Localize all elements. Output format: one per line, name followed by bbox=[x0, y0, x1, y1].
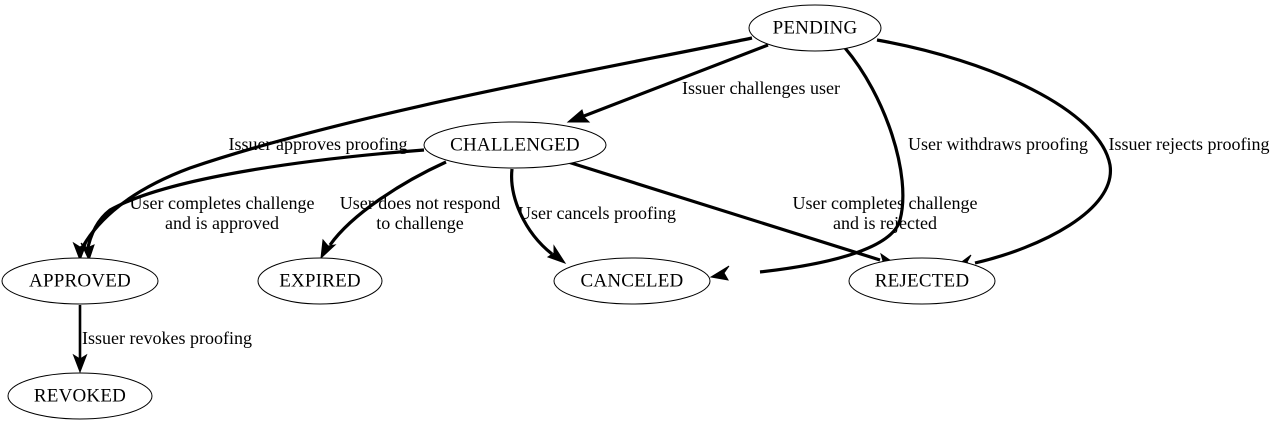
node-label-canceled: CANCELED bbox=[581, 270, 684, 291]
edge-pending-approved[interactable]: Issuer approves proofing bbox=[72, 36, 753, 262]
node-label-rejected: REJECTED bbox=[875, 270, 970, 291]
edge-path-pending-challenged bbox=[583, 43, 769, 118]
edge-challenged-canceled[interactable]: User cancels proofing bbox=[510, 168, 676, 264]
edge-challenged-approved[interactable]: User completes challenge and is approved bbox=[80, 148, 425, 262]
edge-pending-rejected[interactable]: Issuer rejects proofing bbox=[876, 38, 1270, 269]
edge-path-challenged-expired bbox=[328, 160, 447, 246]
edge-pending-canceled[interactable]: User withdraws proofing bbox=[709, 46, 1088, 281]
edge-path-pending-rejected bbox=[876, 38, 1112, 265]
node-revoked[interactable]: REVOKED bbox=[7, 372, 153, 420]
node-expired[interactable]: EXPIRED bbox=[257, 257, 383, 305]
edge-path-pending-approved bbox=[78, 36, 753, 253]
edge-label-challenged-approved-line1: User completes challenge bbox=[130, 193, 315, 213]
arrowhead-pending-challenged bbox=[566, 109, 591, 123]
node-ellipse-pending bbox=[748, 4, 882, 52]
node-rejected[interactable]: REJECTED bbox=[848, 257, 996, 305]
edge-label-challenged-canceled: User cancels proofing bbox=[518, 203, 676, 223]
node-label-approved: APPROVED bbox=[29, 270, 131, 291]
node-approved[interactable]: APPROVED bbox=[1, 257, 159, 305]
arrowhead-challenged-expired bbox=[320, 238, 337, 260]
edge-label-pending-challenged: Issuer challenges user bbox=[682, 78, 840, 98]
edge-approved-revoked[interactable]: Issuer revokes proofing bbox=[72, 305, 252, 374]
arrowhead-approved-revoked bbox=[72, 353, 88, 374]
edge-label-challenged-expired-line2: to challenge bbox=[376, 213, 463, 233]
arrowhead-pending-canceled bbox=[709, 265, 730, 281]
edge-challenged-expired[interactable]: User does not respond to challenge bbox=[320, 160, 500, 260]
edge-path-challenged-canceled bbox=[510, 168, 553, 256]
node-ellipse-rejected bbox=[848, 257, 996, 305]
edge-path-pending-canceled bbox=[759, 46, 905, 274]
node-ellipse-revoked bbox=[7, 372, 153, 420]
edge-path-challenged-approved bbox=[85, 148, 425, 253]
edge-label-pending-canceled: User withdraws proofing bbox=[908, 134, 1088, 154]
node-label-pending: PENDING bbox=[773, 17, 858, 38]
edge-pending-challenged[interactable]: Issuer challenges user bbox=[566, 43, 840, 123]
node-ellipse-approved bbox=[1, 257, 159, 305]
node-ellipse-expired bbox=[257, 257, 383, 305]
node-label-revoked: REVOKED bbox=[34, 385, 126, 406]
edge-label-challenged-rejected-line2: and is rejected bbox=[833, 213, 937, 233]
node-pending[interactable]: PENDING bbox=[748, 4, 882, 52]
edge-label-pending-approved: Issuer approves proofing bbox=[229, 134, 408, 154]
node-label-challenged: CHALLENGED bbox=[450, 134, 580, 155]
edge-label-challenged-rejected-line1: User completes challenge bbox=[793, 193, 978, 213]
arrowhead-challenged-approved bbox=[80, 242, 95, 262]
node-ellipse-challenged bbox=[423, 121, 607, 169]
arrowhead-challenged-canceled bbox=[546, 244, 567, 264]
edge-label-challenged-approved-line2: and is approved bbox=[165, 213, 279, 233]
node-label-expired: EXPIRED bbox=[279, 270, 361, 291]
node-ellipse-canceled bbox=[553, 257, 711, 305]
node-challenged[interactable]: CHALLENGED bbox=[423, 121, 607, 169]
edge-label-approved-revoked: Issuer revokes proofing bbox=[82, 328, 252, 348]
edge-label-challenged-expired-line1: User does not respond bbox=[340, 193, 500, 213]
edge-path-challenged-rejected bbox=[567, 160, 881, 262]
edge-label-pending-rejected: Issuer rejects proofing bbox=[1109, 134, 1270, 154]
node-canceled[interactable]: CANCELED bbox=[553, 257, 711, 305]
